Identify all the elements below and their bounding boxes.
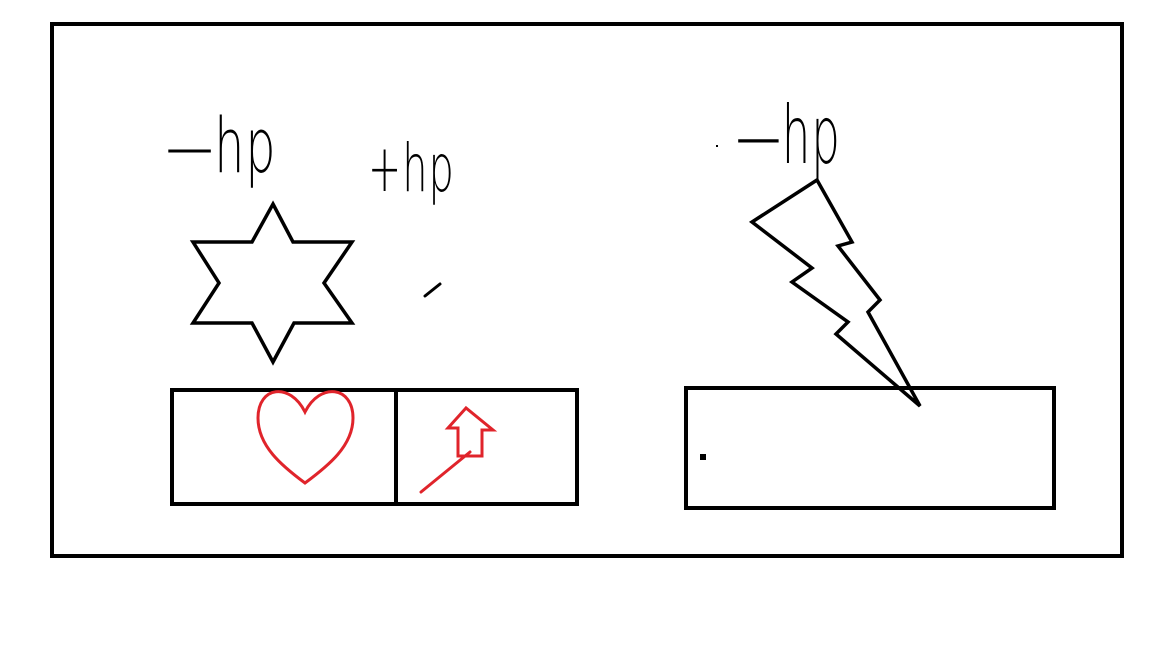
minus-hp-label-right: —hp xyxy=(736,89,841,182)
six-pointed-star-icon xyxy=(189,200,356,366)
damage-slot[interactable] xyxy=(684,386,1056,510)
minus-hp-label-left: —hp xyxy=(166,101,277,190)
upgrade-slot[interactable] xyxy=(394,388,579,506)
arrow-tail xyxy=(419,450,472,494)
sketch-frame xyxy=(50,22,1124,558)
plus-hp-label: +hp xyxy=(368,130,456,207)
speck xyxy=(716,145,718,147)
cursor-dot xyxy=(700,454,706,460)
lightning-bolt-icon xyxy=(748,177,922,408)
stray-mark xyxy=(423,282,442,298)
heart-icon xyxy=(256,390,355,485)
up-arrow-icon xyxy=(444,405,498,458)
